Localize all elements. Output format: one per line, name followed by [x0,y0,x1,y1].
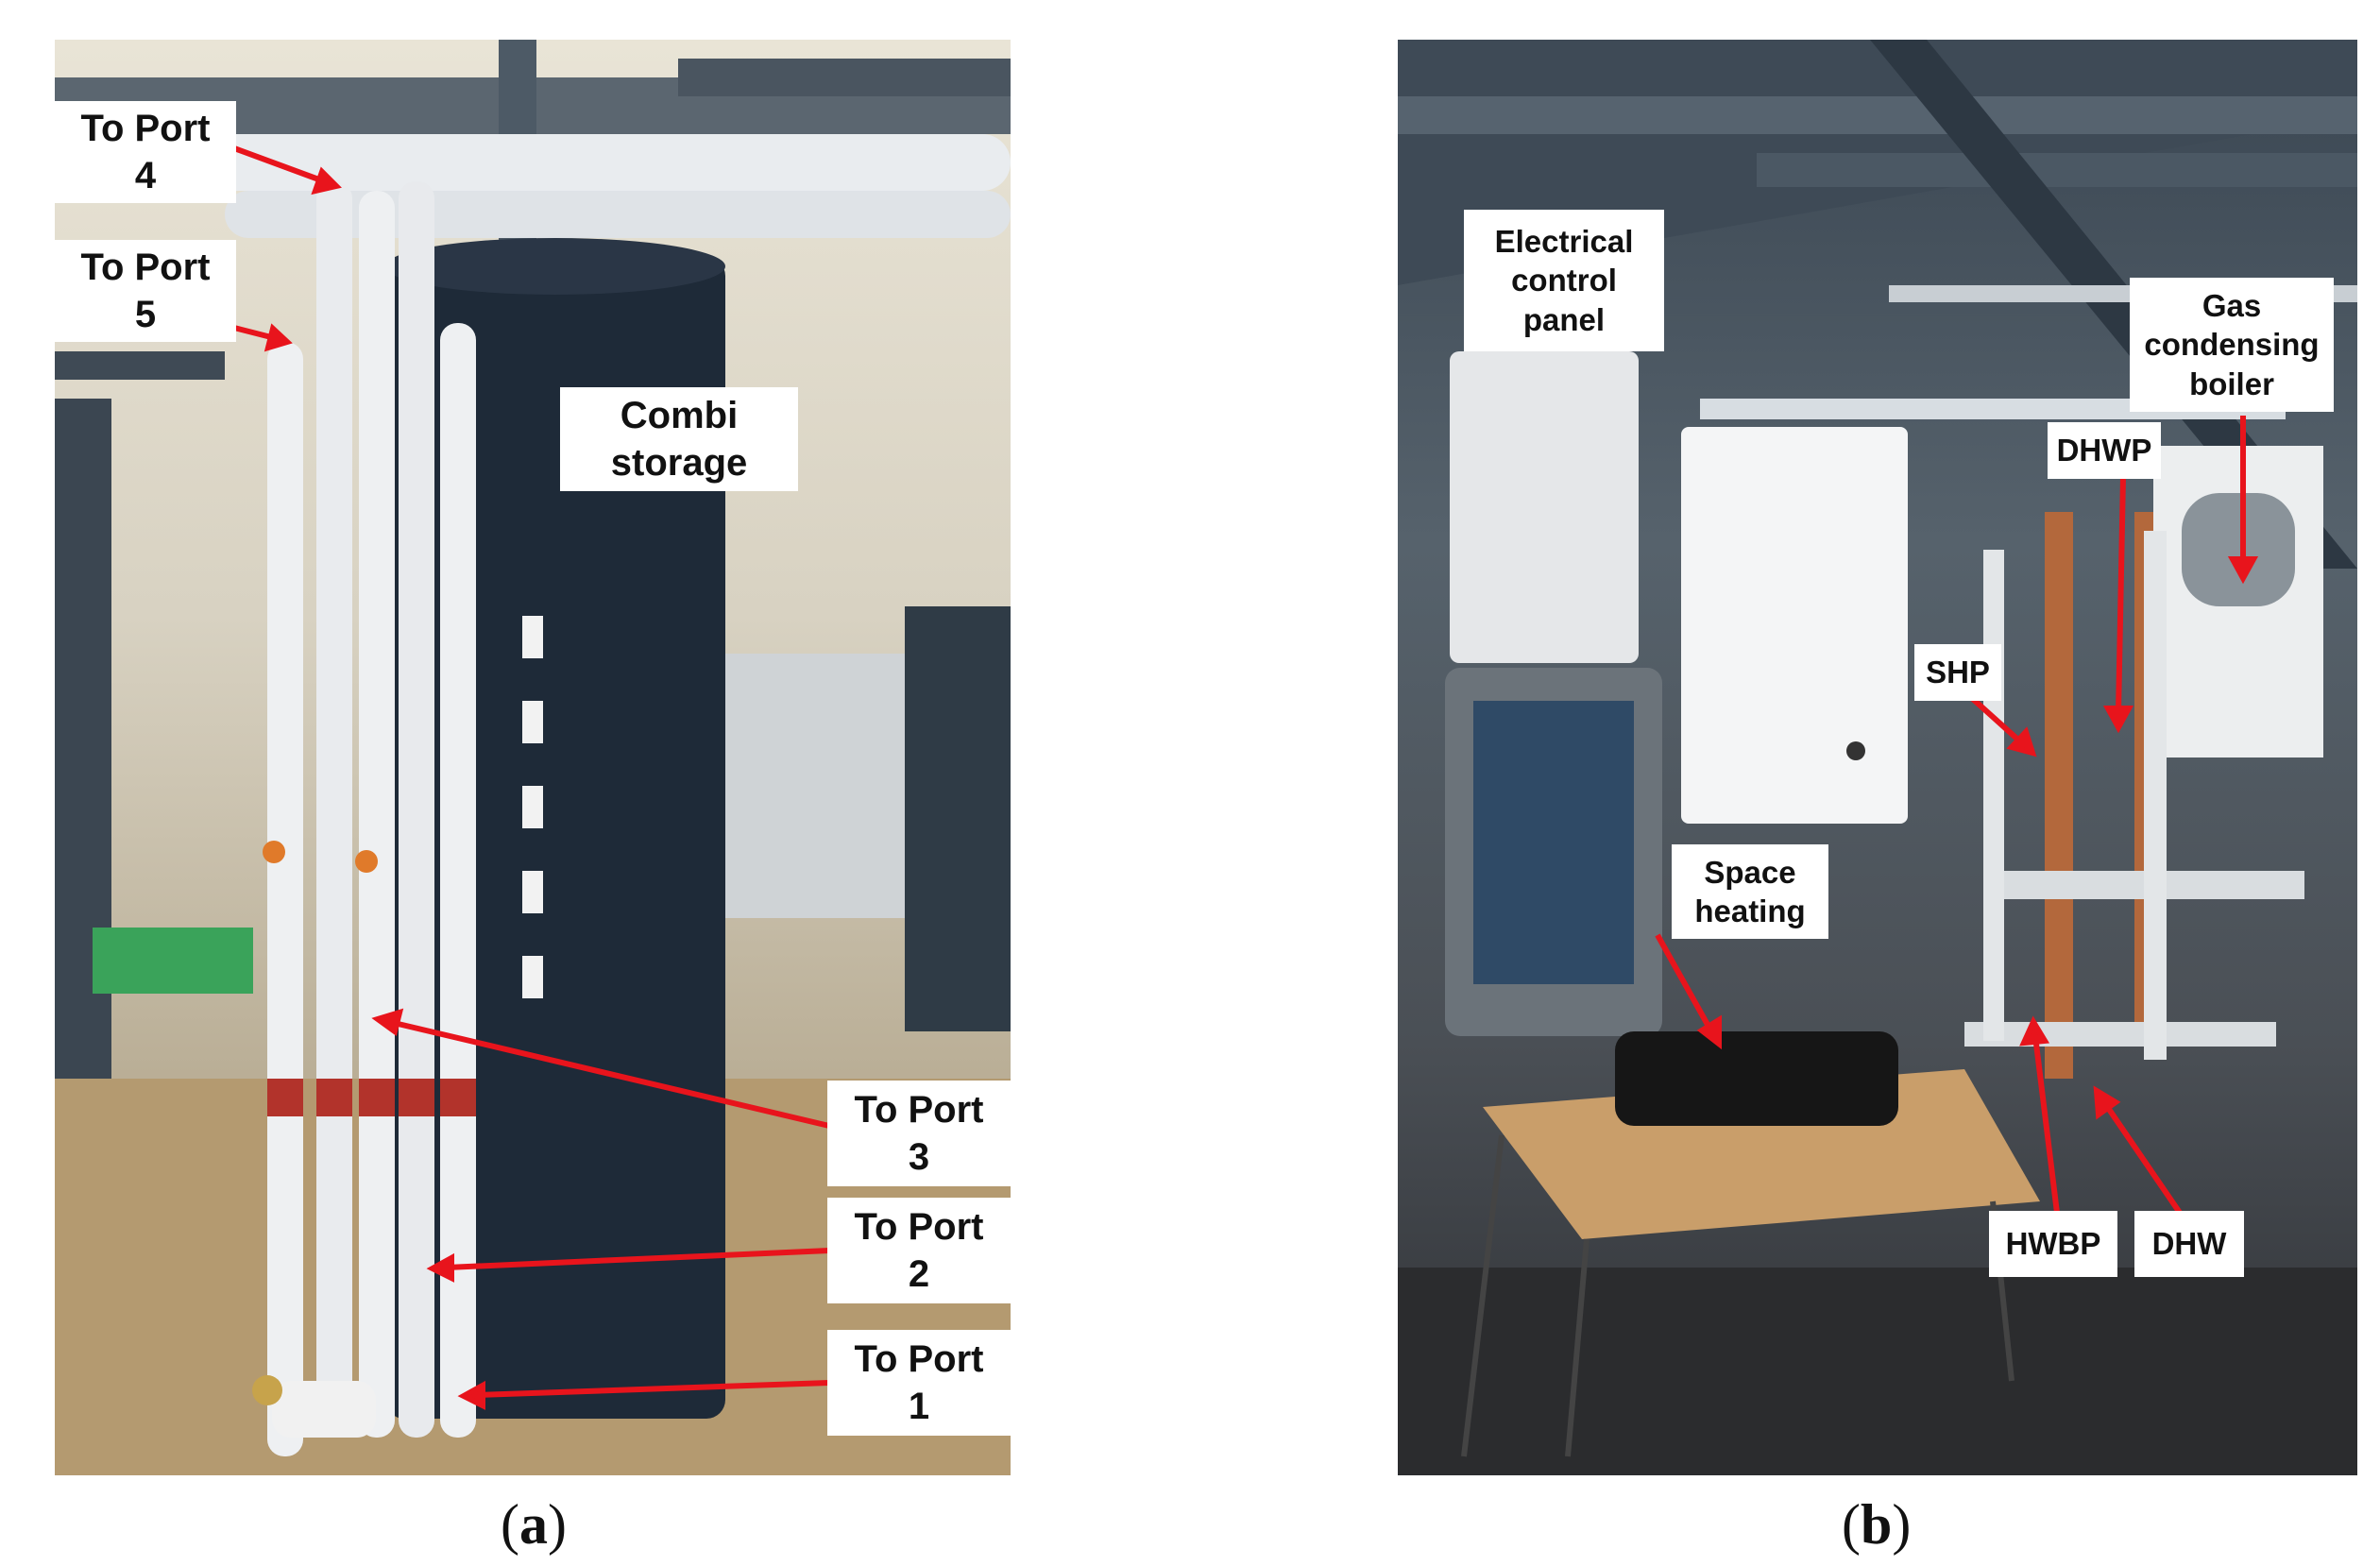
photo-panel-b: Electrical control panel Gas condensing … [1398,40,2357,1475]
label-dhw-text: DHW [2151,1226,2227,1262]
label-combi-storage: Combi storage [560,387,798,491]
photo-panel-a: To Port 4 To Port 5 Combi storage To Por… [55,40,1011,1475]
label-to-port-2-text: To Port 2 [854,1206,984,1295]
label-to-port-4-text: To Port 4 [80,108,211,196]
label-to-port-2: To Port 2 [827,1198,1011,1303]
caption-a-letter: a [518,1493,548,1556]
label-to-port-5: To Port 5 [55,240,236,342]
caption-b: (b) [1842,1493,1912,1556]
label-dhwp: DHWP [2048,422,2161,479]
label-shp-text: SHP [1926,655,1990,690]
label-space-heating-text: Space heating [1694,854,1806,928]
label-shp: SHP [1914,644,2001,701]
label-hwbp-text: HWBP [2005,1226,2101,1262]
label-dhwp-text: DHWP [2056,433,2152,468]
label-to-port-4: To Port 4 [55,101,236,203]
label-to-port-5-text: To Port 5 [80,247,211,335]
label-dhw: DHW [2134,1211,2244,1277]
label-electrical-control-panel: Electrical control panel [1464,210,1664,351]
label-gas-condensing-boiler-text: Gas condensing boiler [2144,288,2320,401]
label-electrical-control-panel-text: Electrical control panel [1494,224,1634,337]
caption-b-letter: b [1860,1493,1893,1556]
label-to-port-1: To Port 1 [827,1330,1011,1436]
label-to-port-1-text: To Port 1 [854,1338,984,1427]
caption-a: (a) [501,1493,567,1556]
label-hwbp: HWBP [1989,1211,2117,1277]
label-to-port-3-text: To Port 3 [854,1089,984,1178]
label-to-port-3: To Port 3 [827,1081,1011,1186]
label-space-heating: Space heating [1672,844,1828,939]
label-gas-condensing-boiler: Gas condensing boiler [2130,278,2334,412]
label-combi-storage-text: Combi storage [610,395,748,484]
